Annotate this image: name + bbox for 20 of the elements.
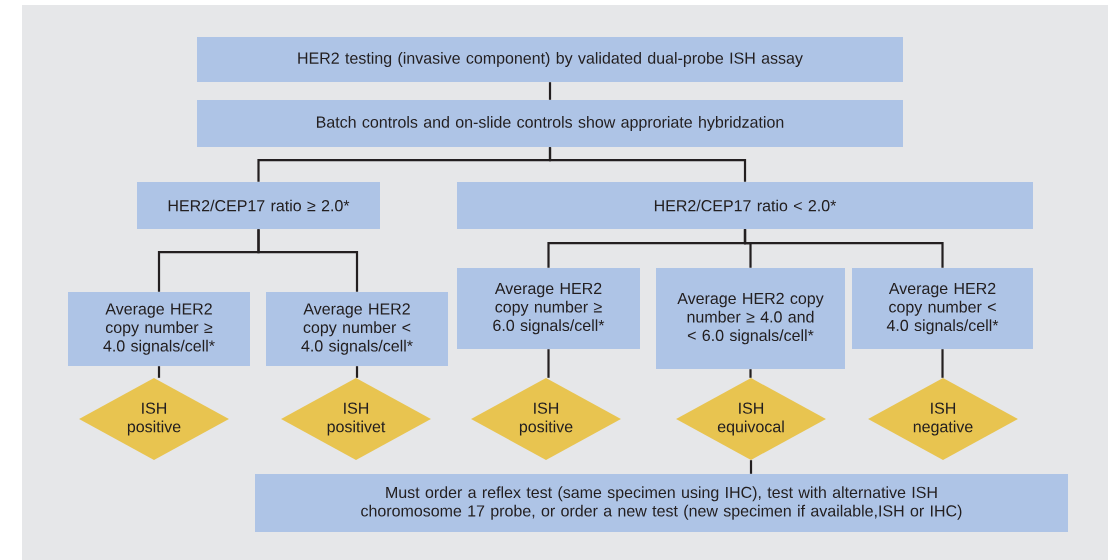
connector-line	[548, 82, 552, 100]
process-box: Average HER2 copy number < 4.0 signals/cell*	[852, 268, 1033, 349]
process-box: Average HER2 copy number ≥ 4.0 and < 6.0 signals/cell*	[656, 268, 845, 369]
connector-line	[547, 349, 550, 378]
connector-line	[749, 369, 752, 378]
connector-line	[749, 460, 753, 474]
connector-line	[257, 229, 359, 292]
process-box: HER2/CEP17 ratio ≥ 2.0*	[137, 182, 380, 229]
connector-line	[743, 229, 944, 268]
connector-line	[941, 349, 944, 378]
connector-line	[355, 366, 359, 378]
process-box: Average HER2 copy number ≥ 4.0 signals/cell*	[68, 292, 250, 366]
process-box: HER2 testing (invasive component) by validated dual-probe ISH assay	[197, 37, 903, 82]
connector-line	[548, 147, 747, 182]
process-box: Batch controls and on-slide controls show approriate hybridzation	[197, 100, 903, 147]
process-box: Average HER2 copy number < 4.0 signals/cell*	[266, 292, 448, 366]
connector-line	[157, 366, 161, 378]
process-box: HER2/CEP17 ratio < 2.0*	[457, 182, 1033, 229]
process-box: Average HER2 copy number ≥ 6.0 signals/cell*	[457, 268, 640, 349]
process-box: Must order a reflex test (same specimen using IHC), test with alternative ISH choromosome 17 probe, or order a new test (new specimen if available,ISH or IHC)	[255, 474, 1068, 532]
